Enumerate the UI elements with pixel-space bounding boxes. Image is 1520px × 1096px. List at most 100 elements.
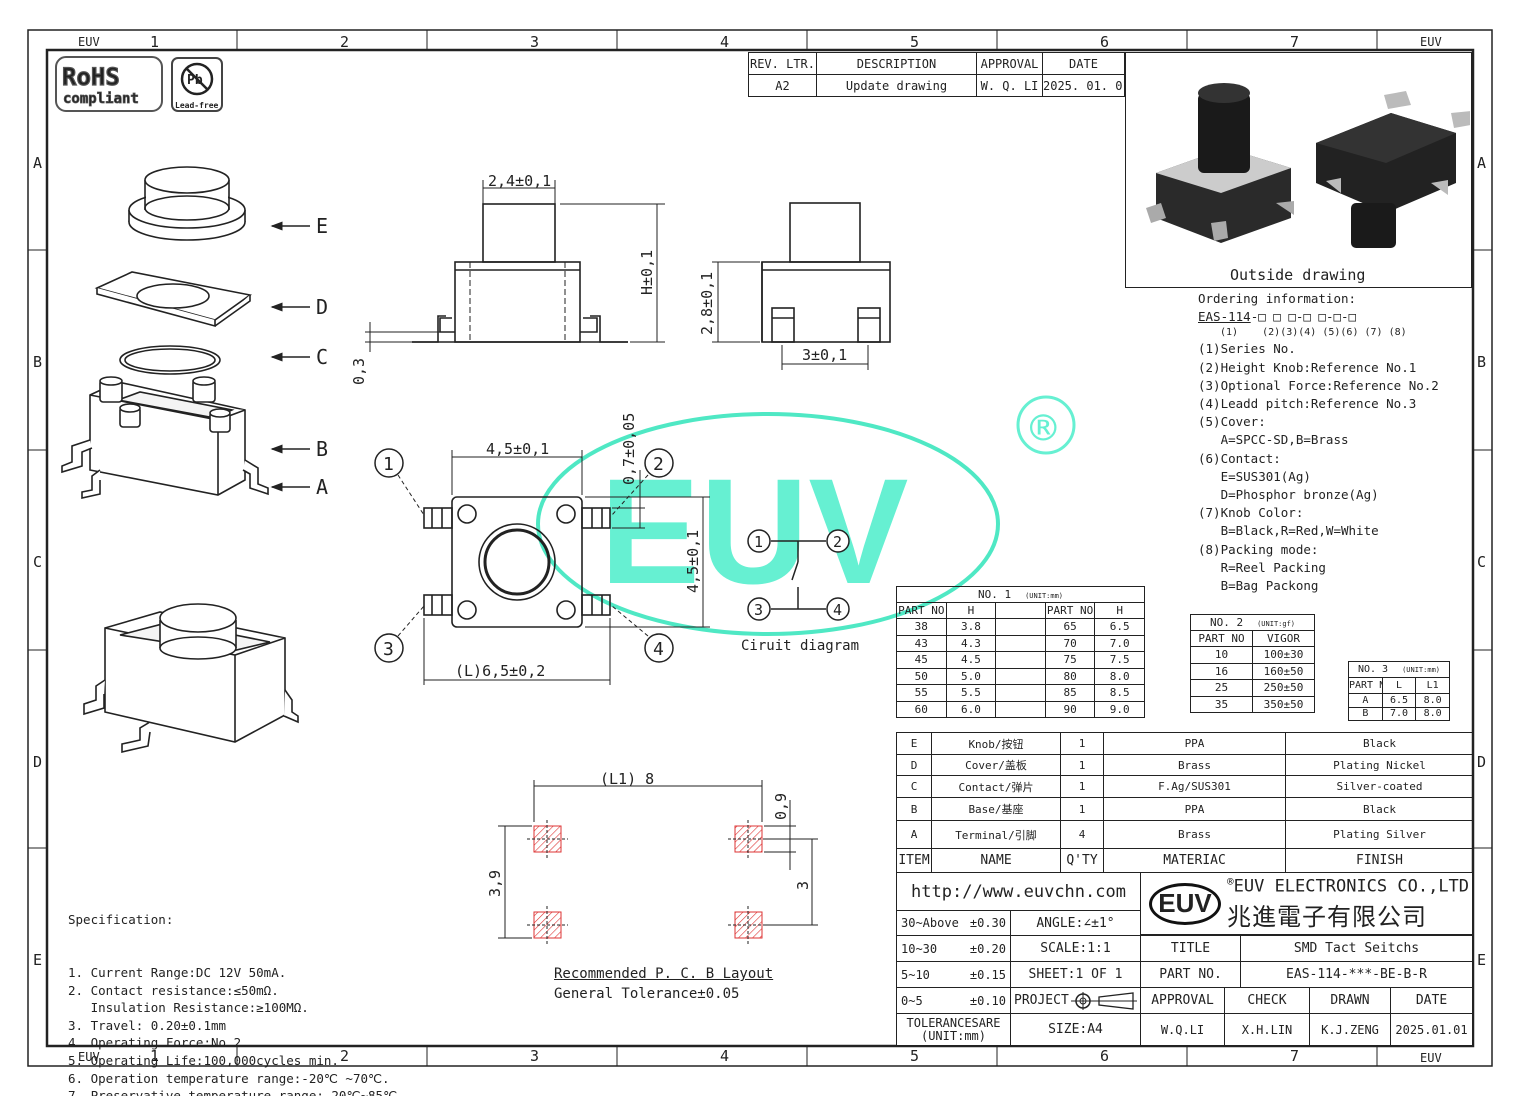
row-letter: C <box>33 553 42 571</box>
bom-cell: Black <box>1285 732 1474 755</box>
circuit-diagram <box>747 529 850 621</box>
row-letter: E <box>1477 951 1486 969</box>
zone-number: 2 <box>340 1047 349 1065</box>
tolerance-row: 0~5±0.10 <box>896 987 1011 1014</box>
bom-cell: Plating Nickel <box>1285 754 1474 776</box>
dim-height: H±0,1 <box>638 250 656 295</box>
bom-header: Q'TY <box>1060 848 1104 873</box>
tolerance-row: 10~30±0.20 <box>896 935 1011 962</box>
zone-labels: EUV EUV EUV EUV 1 2 3 4 5 6 7 1 2 3 4 5 … <box>33 33 1486 1065</box>
svg-text:1: 1 <box>754 533 763 551</box>
pin-number: 2 <box>653 454 664 475</box>
rev-header: DESCRIPTION <box>816 52 977 75</box>
spec-item: 1. Current Range:DC 12V 50mA. <box>68 964 287 980</box>
ordering-line: (4)Leadd pitch:Reference No.3 <box>1198 396 1417 412</box>
zone-number: 6 <box>1100 33 1109 51</box>
ordering-line: (7)Knob Color: <box>1198 505 1304 521</box>
table-cell: 43 <box>896 634 947 652</box>
sign-date: 2025.01.01 <box>1390 1013 1473 1046</box>
ordering-information: Ordering information: EAS-114-□ □ □-□ □-… <box>1198 290 1439 595</box>
spec-item: 3. Travel: 0.20±0.1mm <box>68 1017 227 1033</box>
table-cell: 85 <box>1044 684 1096 702</box>
title-block: http://www.euvchn.com EUV ®EUV ELECTRONI… <box>896 872 1473 1046</box>
pitch-table: NO. 3(UNIT:mm)PART NOLL1A6.58.0B7.08.0 <box>1348 661 1450 721</box>
dim-lead-span: (L)6,5±0,2 <box>455 662 545 680</box>
table-header: H <box>945 602 997 619</box>
ordering-code-prefix: EAS-114 <box>1198 309 1251 325</box>
zone-number: 4 <box>720 1047 729 1065</box>
title-label: TITLE <box>1140 935 1241 962</box>
table-unit: (UNIT:mm) <box>1402 666 1441 674</box>
zone-number: 5 <box>910 33 919 51</box>
row-letter: B <box>1477 353 1486 371</box>
table-cell <box>995 634 1046 652</box>
row-letter: B <box>33 353 42 371</box>
table-cell: 80 <box>1044 667 1096 685</box>
bom-cell: A <box>896 820 932 849</box>
ordering-line: B=Black,R=Red,W=White <box>1198 523 1379 539</box>
svg-text:4: 4 <box>833 601 842 619</box>
spec-item: 7. Preservative temperature range:-20℃~8… <box>68 1088 405 1096</box>
table-cell <box>995 684 1046 702</box>
bom-cell: 1 <box>1060 797 1104 821</box>
bom-cell: Brass <box>1103 754 1286 776</box>
row-letter: A <box>33 154 42 172</box>
table-cell: B <box>1348 706 1383 721</box>
table-cell: 5.0 <box>945 667 997 685</box>
table-cell: 50 <box>896 667 947 685</box>
table-title: NO. 2 <box>1209 616 1244 629</box>
rev-header: DATE <box>1042 52 1125 75</box>
part-label-b: B <box>316 437 328 461</box>
bom-header: FINISH <box>1285 848 1474 873</box>
table-cell: A <box>1348 693 1383 708</box>
table-cell <box>995 651 1046 669</box>
table-cell: 160±50 <box>1252 662 1315 680</box>
svg-text:2: 2 <box>833 533 842 551</box>
table-cell: 4.5 <box>945 651 997 669</box>
rev-header: REV. LTR. <box>748 52 817 75</box>
knob-part <box>128 166 246 241</box>
website-url[interactable]: http://www.euvchn.com <box>896 872 1141 911</box>
row-letter: C <box>1477 553 1486 571</box>
dim-side-width: 3±0,1 <box>802 346 847 364</box>
corner-label: EUV <box>78 1050 100 1064</box>
sign-header: DRAWN <box>1309 987 1391 1014</box>
dim-body-depth: 4,5±0,1 <box>684 530 702 593</box>
table-cell: 100±30 <box>1252 646 1315 664</box>
bom-cell: 1 <box>1060 775 1104 798</box>
ordering-line: (5)Cover: <box>1198 414 1266 430</box>
table-cell: 3.8 <box>945 618 997 636</box>
switch-photo-illustration <box>1146 83 1471 248</box>
spec-item: 6. Operation temperature range:-20℃ ~70℃… <box>68 1070 390 1086</box>
table-no3-wrap: NO. 3(UNIT:mm)PART NOLL1A6.58.0B7.08.0 <box>1348 661 1450 721</box>
part-no-value: EAS-114-***-BE-B-R <box>1240 961 1473 988</box>
tolerance-note: TOLERANCESARE(UNIT:mm) <box>896 1013 1011 1046</box>
table-header: H <box>1094 602 1145 619</box>
photo-caption: Outside drawing <box>1230 266 1366 284</box>
tolerance-row: 30~Above±0.30 <box>896 910 1011 936</box>
table-cell: 10 <box>1190 646 1253 664</box>
spec-item: 4. Operating Force:No.2. <box>68 1035 249 1051</box>
svg-text:RoHS: RoHS <box>62 63 120 91</box>
ordering-line: A=SPCC-SD,B=Brass <box>1198 432 1349 448</box>
table-cell: 350±50 <box>1252 695 1315 713</box>
table-cell: 7.0 <box>1381 706 1417 721</box>
dim-pcb-inner: 3 <box>794 881 812 890</box>
ordering-line: E=SUS301(Ag) <box>1198 468 1311 484</box>
sheet: SHEET:1 OF 1 <box>1010 961 1141 988</box>
